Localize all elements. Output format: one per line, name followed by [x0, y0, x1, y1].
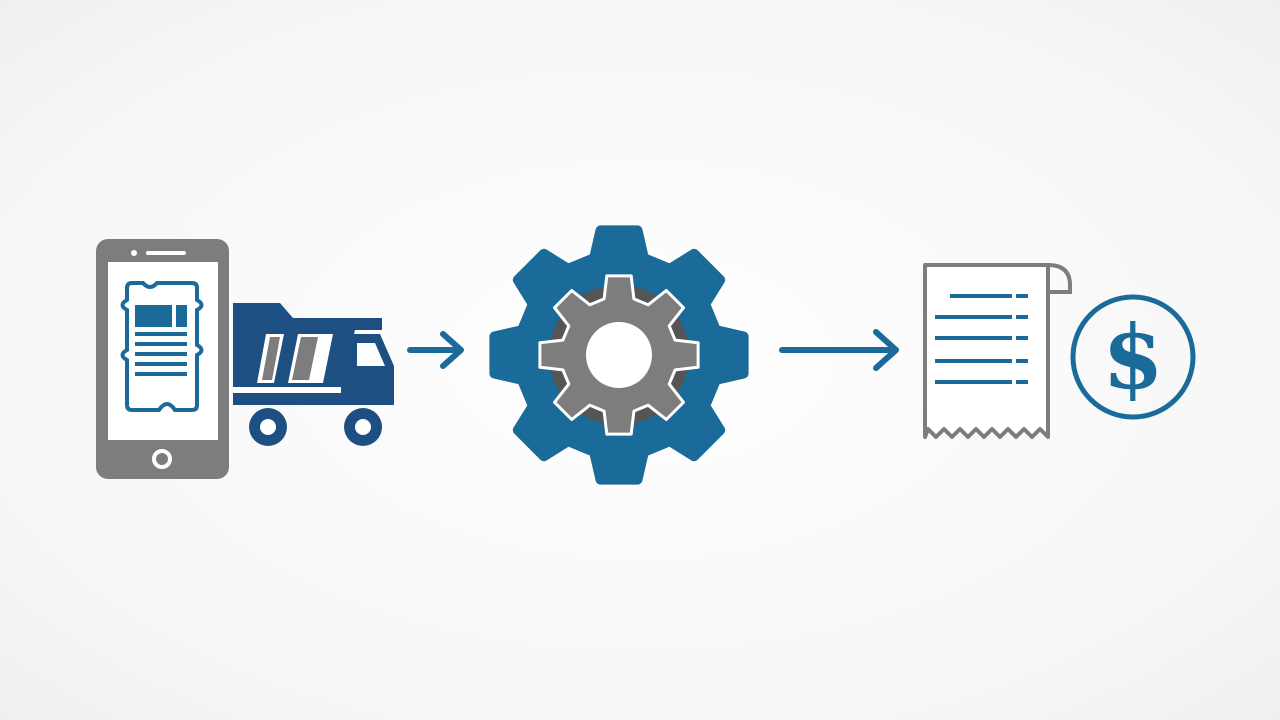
gear-icon [489, 225, 749, 485]
arrow-right-icon [407, 331, 464, 369]
receipt-icon [923, 263, 1072, 439]
step-invoice-payment: $ [923, 263, 1196, 439]
smartphone-icon [96, 239, 229, 479]
step-mobile-ticket [96, 239, 394, 479]
dollar-symbol: $ [1102, 305, 1163, 409]
arrow-right-icon [779, 329, 899, 371]
dollar-icon: $ [1070, 294, 1196, 420]
dump-truck-icon [233, 303, 394, 446]
ticket-icon [120, 281, 204, 412]
